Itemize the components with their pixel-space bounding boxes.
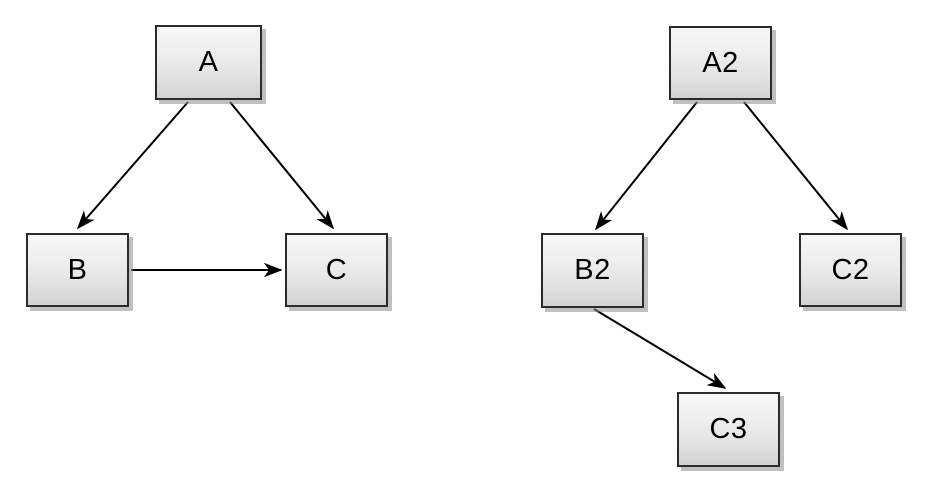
edge-A-to-B[interactable] [76, 101, 189, 230]
node-label-A2: A2 [702, 46, 739, 79]
node-C3[interactable]: C3 [677, 392, 780, 467]
node-label-B2: B2 [574, 254, 611, 286]
node-C2[interactable]: C2 [799, 233, 902, 307]
node-B2[interactable]: B2 [541, 233, 644, 308]
edges-group [76, 101, 849, 389]
edge-A2-to-C2[interactable] [743, 101, 849, 231]
edge-A2-to-B2[interactable] [595, 101, 698, 231]
node-B[interactable]: B [26, 233, 129, 307]
node-A2[interactable]: A2 [669, 26, 772, 100]
node-label-C3: C3 [709, 413, 748, 445]
node-label-B: B [67, 253, 88, 286]
node-label-A: A [198, 46, 219, 78]
edge-B2-to-C3[interactable] [593, 308, 727, 389]
node-A[interactable]: A [155, 25, 262, 100]
node-C[interactable]: C [285, 233, 388, 307]
node-label-C: C [325, 253, 348, 286]
edge-A-to-C[interactable] [229, 101, 335, 230]
node-label-C2: C2 [831, 253, 870, 286]
